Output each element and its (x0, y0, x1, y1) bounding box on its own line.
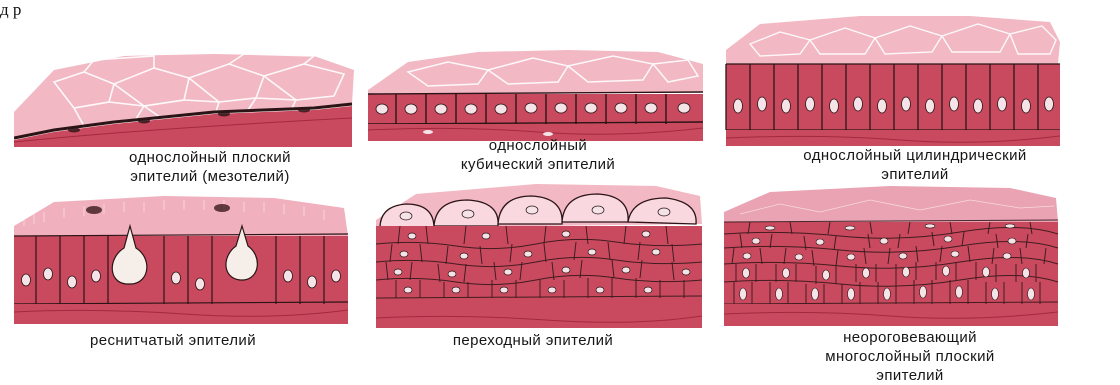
ciliated-illustration (14, 196, 350, 324)
stratified-nonkeratinized-illustration (720, 184, 1062, 326)
simple-cuboidal-illustration (368, 46, 703, 141)
header-fragment: д р (0, 0, 21, 20)
caption-simple-columnar: однослойный цилиндрический эпителий (730, 146, 1100, 184)
caption-transitional: переходный эпителий (378, 331, 688, 350)
caption-simple-cuboidal: однослойный кубический эпителий (398, 136, 678, 174)
simple-squamous-illustration (14, 42, 354, 147)
panel-simple-cuboidal (368, 46, 703, 141)
caption-simple-squamous: однослойный плоский эпителий (мезотелий) (60, 148, 360, 186)
simple-columnar-illustration (720, 14, 1062, 146)
panel-simple-squamous (14, 42, 354, 147)
panel-simple-columnar (720, 14, 1062, 146)
caption-ciliated: реснитчатый эпителий (8, 331, 338, 350)
panel-transitional (376, 180, 706, 328)
panel-stratified-nonkeratinized (720, 184, 1062, 326)
transitional-illustration (376, 180, 706, 328)
caption-stratified-nonkeratinized: неороговевающий многослойный плоский эпи… (760, 328, 1060, 385)
panel-ciliated (14, 196, 350, 324)
